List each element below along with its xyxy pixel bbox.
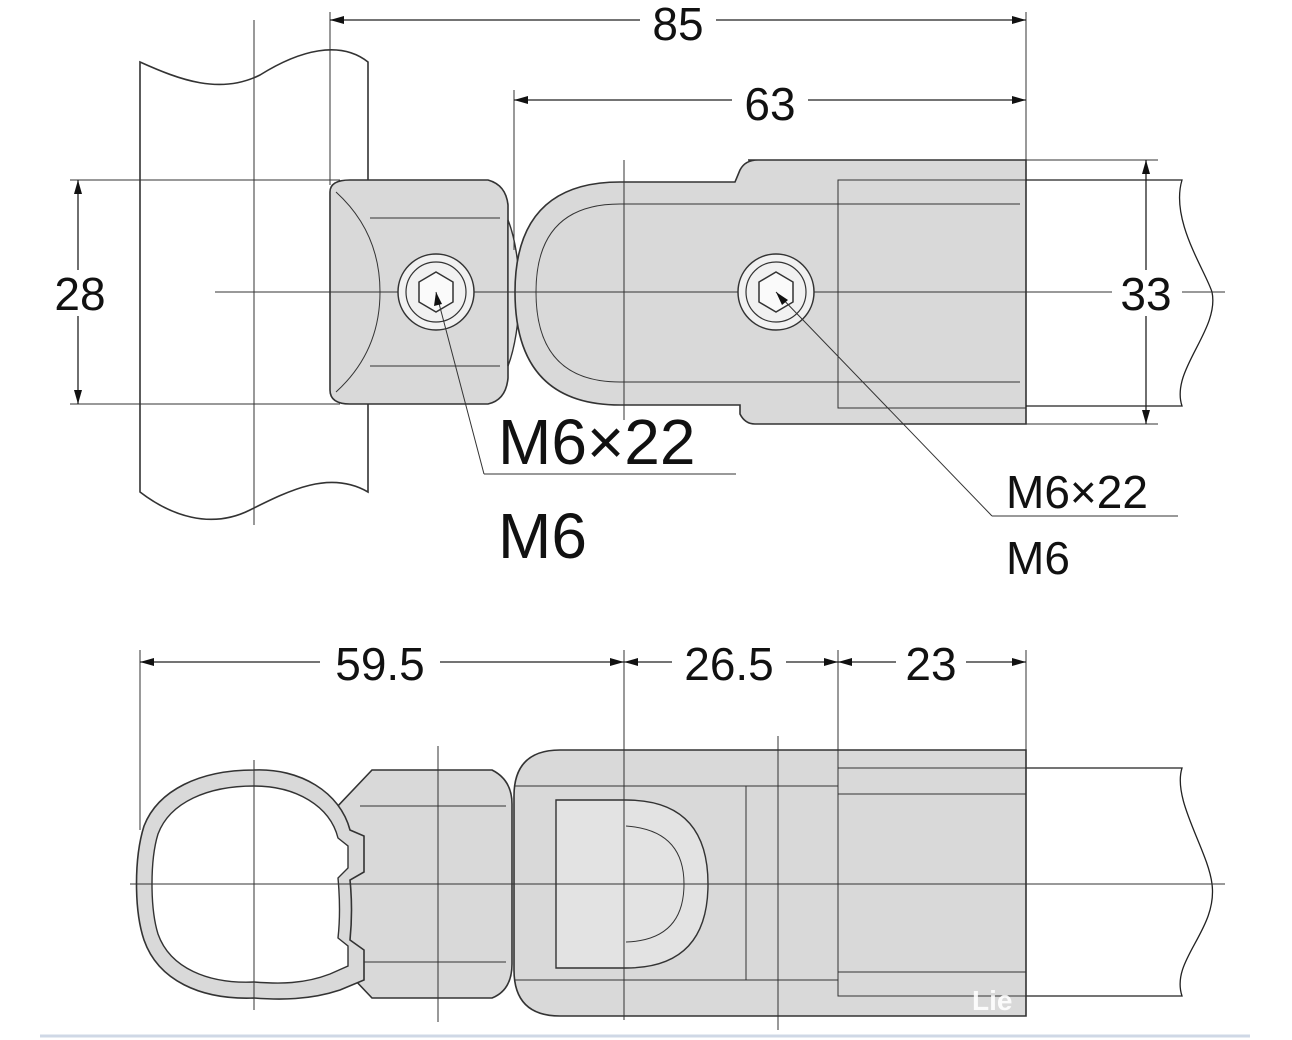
dimension-33-label: 33 bbox=[1120, 268, 1171, 320]
dimension-23-label: 23 bbox=[905, 638, 956, 690]
dimension-85: 85 bbox=[329, 0, 1027, 185]
left-bolt-leader: M6×22 M6 bbox=[434, 291, 736, 572]
dimension-63: 63 bbox=[513, 78, 1026, 250]
top-view: 85 63 28 33 bbox=[44, 0, 1225, 584]
dimension-85-label: 85 bbox=[652, 0, 703, 50]
right-bolt-size-label: M6×22 bbox=[1006, 466, 1148, 518]
bottom-right-tube bbox=[1026, 767, 1214, 997]
watermark-text: Lie bbox=[972, 985, 1012, 1016]
bottom-sleeve bbox=[837, 767, 1027, 997]
left-bolt-size-label: M6×22 bbox=[498, 406, 695, 478]
dimension-33: 33 bbox=[1026, 159, 1182, 425]
dimension-59-5-label: 59.5 bbox=[335, 638, 425, 690]
dimension-28: 28 bbox=[44, 179, 340, 405]
right-clamp-sleeve bbox=[837, 179, 1027, 409]
right-bolt-thread-label: M6 bbox=[1006, 532, 1070, 584]
right-bolt-leader: M6×22 M6 bbox=[775, 291, 1178, 584]
tube-profile bbox=[135, 769, 365, 1000]
bottom-view: 59.5 26.5 23 Lie bbox=[40, 638, 1250, 1038]
left-bolt-thread-label: M6 bbox=[498, 500, 587, 572]
dimension-26-5-label: 26.5 bbox=[684, 638, 774, 690]
dimension-63-label: 63 bbox=[744, 78, 795, 130]
dimension-28-label: 28 bbox=[54, 268, 105, 320]
dimension-chain: 59.5 26.5 23 bbox=[139, 638, 1027, 830]
